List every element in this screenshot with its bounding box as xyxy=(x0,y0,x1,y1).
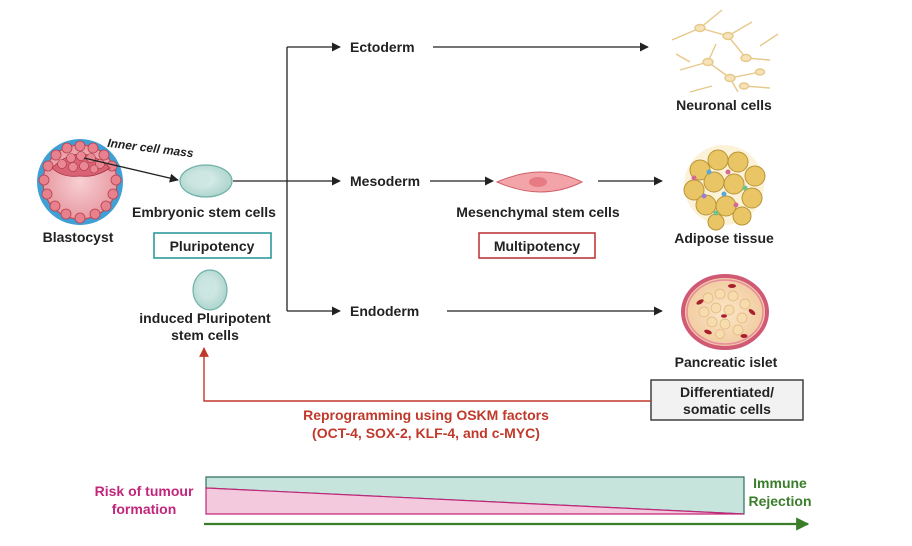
multipotency-box: Multipotency xyxy=(478,232,596,259)
neuronal-cells-illustration xyxy=(671,9,779,93)
tumour-risk-label-line2: formation xyxy=(112,501,177,517)
adipose-tissue-illustration xyxy=(683,145,766,231)
differentiated-box: Differentiated/ somatic cells xyxy=(650,379,804,421)
endoderm-label: Endoderm xyxy=(350,303,419,319)
ipsc-illustration xyxy=(192,269,228,311)
mesoderm-label: Mesoderm xyxy=(350,173,420,189)
ipsc-label-line1: induced Pluripotent xyxy=(139,310,271,326)
pancreatic-islet-label: Pancreatic islet xyxy=(675,354,778,370)
embryonic-stem-cell-illustration xyxy=(179,164,233,198)
inner-cell-mass-arrow xyxy=(83,157,179,183)
pancreatic-islet-illustration xyxy=(681,274,769,350)
msc-label: Mesenchymal stem cells xyxy=(456,204,620,220)
pluripotency-box: Pluripotency xyxy=(153,232,272,259)
branching-lines xyxy=(233,42,341,316)
neuronal-cells-label: Neuronal cells xyxy=(676,97,772,113)
pluripotency-label: Pluripotency xyxy=(170,238,255,254)
inner-cell-mass-label: Inner cell mass xyxy=(107,136,195,161)
blastocyst-illustration xyxy=(37,139,123,225)
esc-label: Embryonic stem cells xyxy=(132,204,276,220)
differentiated-label-line2: somatic cells xyxy=(683,401,771,417)
tumour-risk-label-line1: Risk of tumour xyxy=(95,483,194,499)
ipsc-label-line2: stem cells xyxy=(171,327,239,343)
reprogramming-arrow xyxy=(199,347,651,402)
immune-rejection-label-line2: Rejection xyxy=(748,493,811,509)
immune-rejection-label-line1: Immune xyxy=(753,475,807,491)
ectoderm-label: Ectoderm xyxy=(350,39,415,55)
adipose-tissue-label: Adipose tissue xyxy=(674,230,774,246)
blastocyst-label: Blastocyst xyxy=(43,229,114,245)
multipotency-label: Multipotency xyxy=(494,238,581,254)
msc-illustration xyxy=(495,171,584,193)
reprogramming-label-line1: Reprogramming using OSKM factors xyxy=(303,407,549,423)
reprogramming-label-line2: (OCT-4, SOX-2, KLF-4, and c-MYC) xyxy=(312,425,540,441)
differentiated-label-line1: Differentiated/ xyxy=(680,384,774,400)
risk-gradient-bar xyxy=(205,476,745,515)
